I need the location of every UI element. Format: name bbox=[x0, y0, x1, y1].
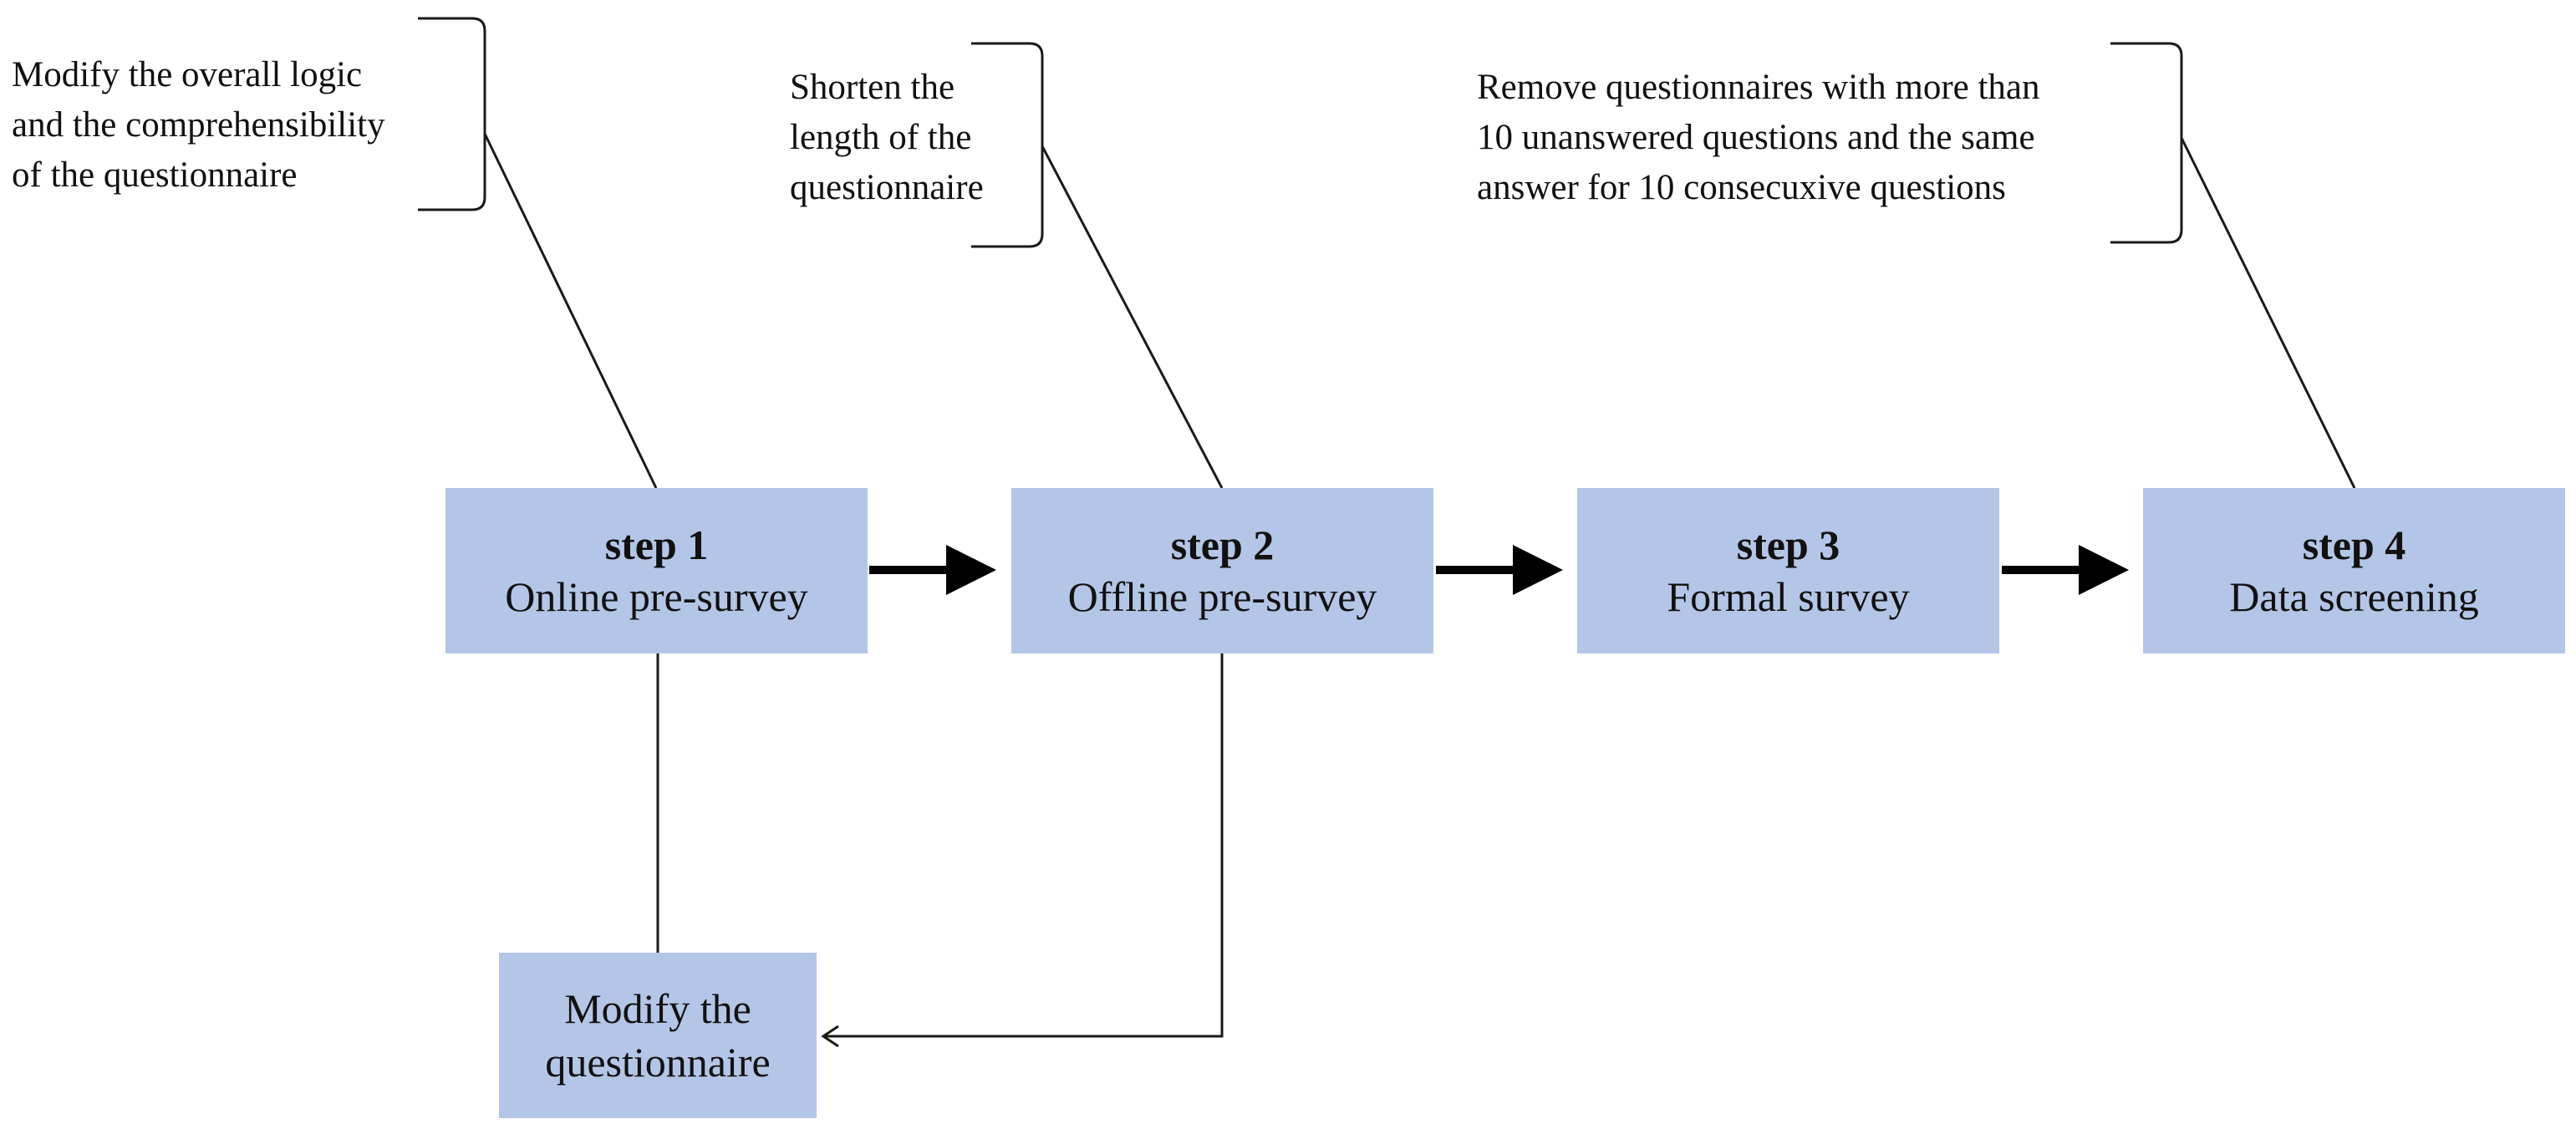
note-step4-line: answer for 10 consecuxive questions bbox=[1477, 168, 2006, 207]
modify-box-line: Modify the bbox=[564, 985, 751, 1032]
note-step1: Modify the overall logic and the compreh… bbox=[12, 50, 385, 201]
step-subtitle: Formal survey bbox=[1667, 573, 1910, 620]
leader-line-step2 bbox=[1041, 145, 1224, 489]
note-step1-line: Modify the overall logic bbox=[12, 55, 363, 94]
note-step2-line: length of the bbox=[790, 118, 972, 157]
arrowhead-into-modify bbox=[821, 1025, 839, 1048]
step-box-4: step 4 Data screening bbox=[2143, 488, 2565, 653]
leader-line-step4 bbox=[2180, 137, 2356, 489]
modify-questionnaire-box: Modify the questionnaire bbox=[499, 953, 817, 1118]
bracket-step4-note bbox=[2110, 42, 2183, 244]
bracket-step2-note bbox=[971, 42, 1044, 248]
step-title: step 3 bbox=[1736, 521, 1840, 568]
note-step1-line: of the questionnaire bbox=[12, 155, 298, 195]
note-step4: Remove questionnaires with more than 10 … bbox=[1477, 63, 2040, 213]
step-subtitle: Data screening bbox=[2229, 573, 2479, 620]
leader-line-step1 bbox=[483, 133, 658, 489]
note-step4-line: 10 unanswered questions and the same bbox=[1477, 118, 2035, 157]
step-box-3: step 3 Formal survey bbox=[1577, 488, 1999, 653]
step-subtitle: Offline pre-survey bbox=[1067, 573, 1377, 620]
note-step4-line: Remove questionnaires with more than bbox=[1477, 68, 2040, 107]
modify-box-line: questionnaire bbox=[545, 1039, 771, 1086]
step-title: step 2 bbox=[1170, 521, 1275, 568]
step-title: step 1 bbox=[604, 521, 709, 568]
note-step2: Shorten the length of the questionnaire bbox=[790, 63, 984, 213]
step-box-2: step 2 Offline pre-survey bbox=[1011, 488, 1433, 653]
step-subtitle: Online pre-survey bbox=[505, 573, 808, 620]
step-title: step 4 bbox=[2302, 521, 2406, 568]
note-step1-line: and the comprehensibility bbox=[12, 105, 385, 145]
bracket-step1-note bbox=[418, 17, 486, 211]
line-step2-to-modify bbox=[823, 653, 1224, 1038]
note-step2-line: Shorten the bbox=[790, 68, 955, 107]
note-step2-line: questionnaire bbox=[790, 168, 984, 207]
step-box-1: step 1 Online pre-survey bbox=[445, 488, 868, 653]
